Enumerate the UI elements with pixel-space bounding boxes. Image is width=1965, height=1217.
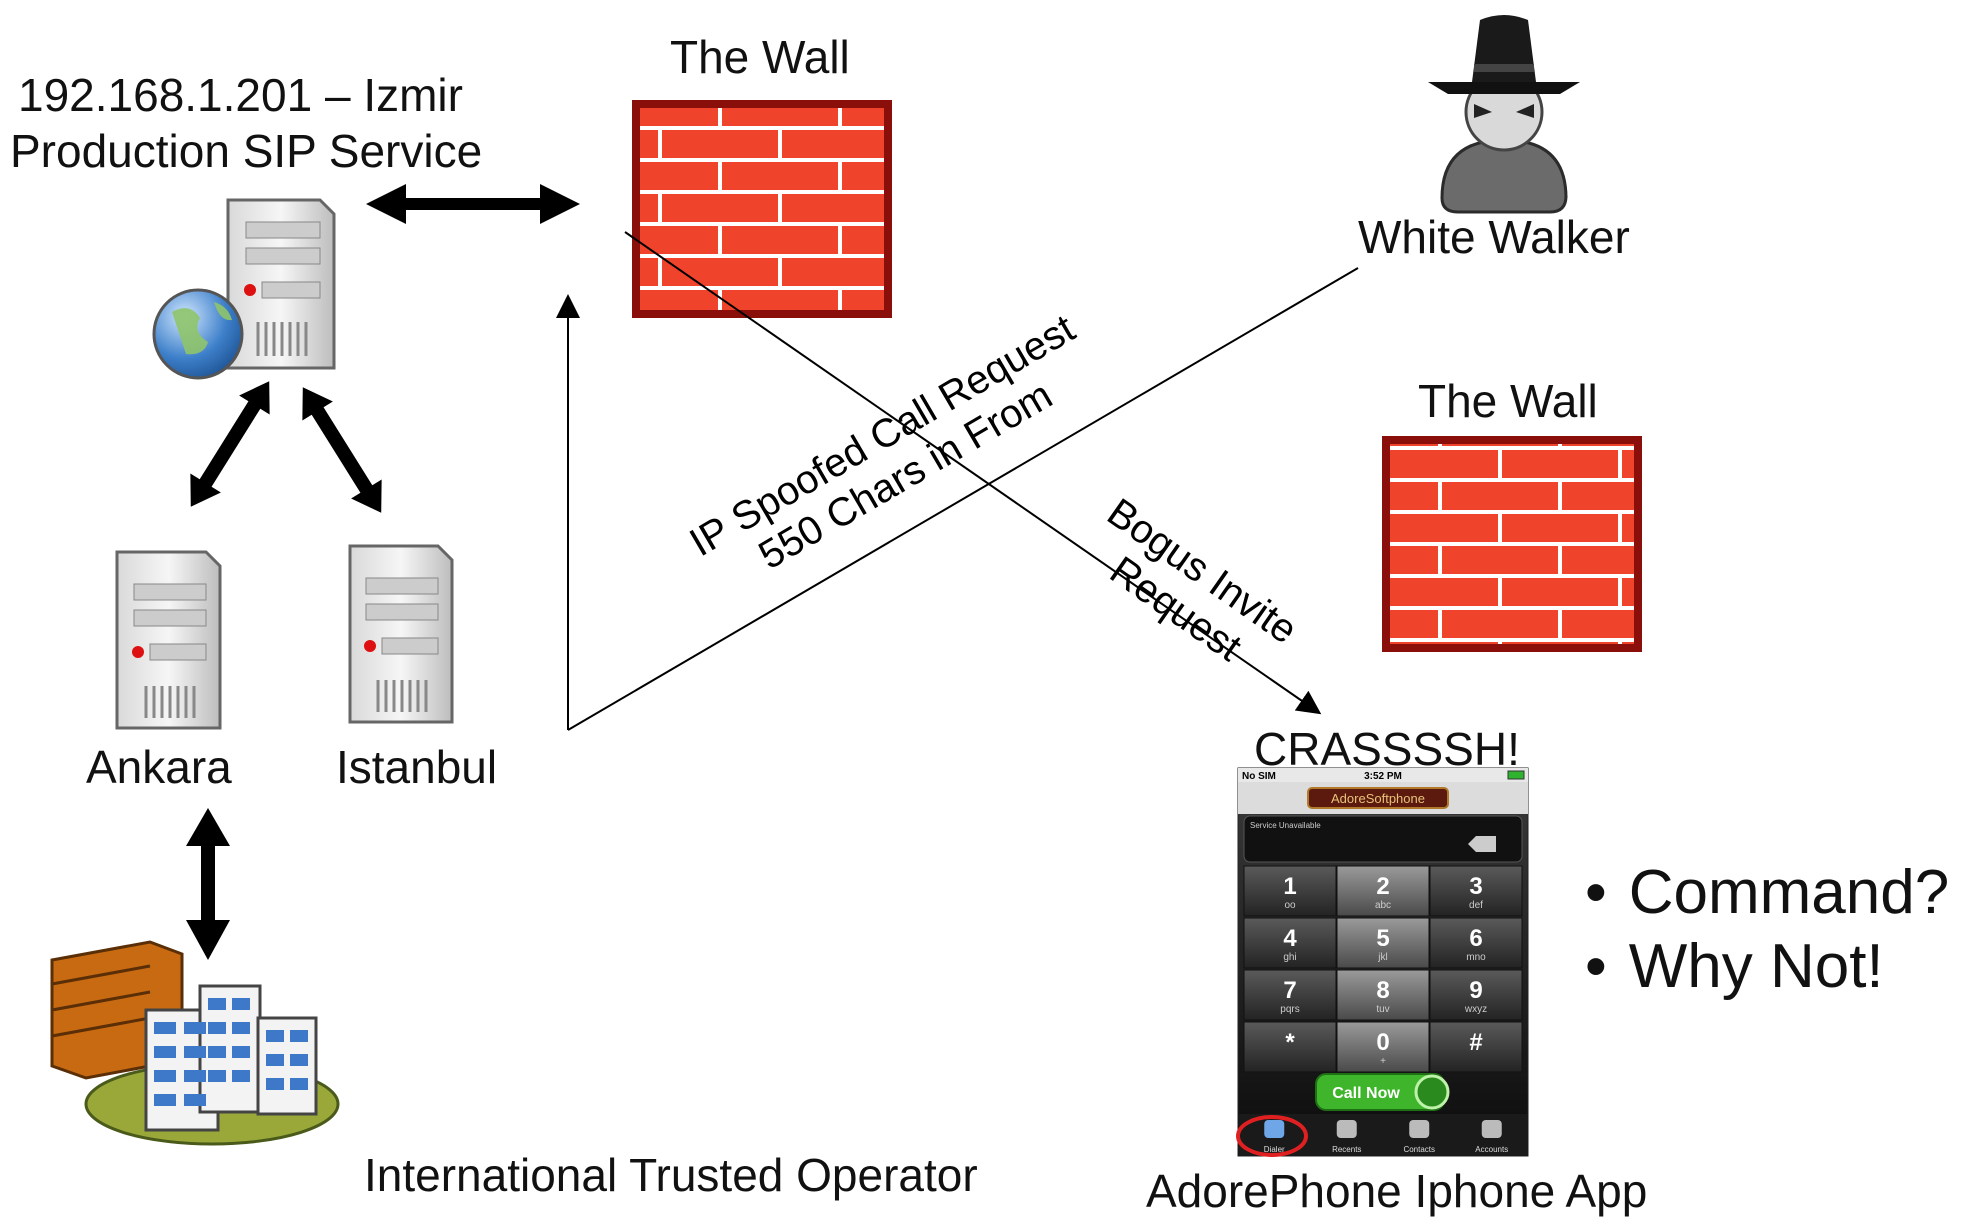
keypad-key-digit: 0 <box>1376 1029 1389 1056</box>
phone-screenshot: No SIM 3:52 PM AdoreSoftphone Service Un… <box>1236 767 1529 1157</box>
keypad-key-digit: 9 <box>1469 977 1482 1004</box>
keypad-key-digit: 5 <box>1376 925 1389 952</box>
keypad-key-letters: oo <box>1284 900 1296 911</box>
izmir-ankara-arrow <box>190 381 270 507</box>
tab-contacts[interactable]: Contacts <box>1403 1120 1435 1154</box>
keypad-key-digit: 6 <box>1469 925 1482 952</box>
firewall-top-icon <box>632 100 892 318</box>
keypad-key-digit: 8 <box>1376 977 1389 1004</box>
firewall-right-icon <box>1382 436 1642 652</box>
keypad-key-letters: mno <box>1466 952 1486 963</box>
tab-label: Dialer <box>1264 1145 1285 1154</box>
phone-carrier: No SIM <box>1242 771 1276 782</box>
keypad-key[interactable]: * <box>1243 1021 1337 1073</box>
wall-right-label: The Wall <box>1418 375 1598 427</box>
phone-status: Service Unavailable <box>1250 821 1321 830</box>
tab-icon <box>1264 1120 1285 1138</box>
keypad-key[interactable]: 0+ <box>1336 1021 1430 1073</box>
tab-accounts[interactable]: Accounts <box>1475 1120 1508 1154</box>
keypad-key-letters: pqrs <box>1280 1004 1299 1015</box>
keypad-key[interactable]: 1oo <box>1243 865 1337 917</box>
keypad: 1oo2abc3def4ghi5jkl6mno7pqrs8tuv9wxyz*0+… <box>1243 865 1523 1073</box>
izmir-ip-label: 192.168.1.201 – Izmir <box>18 69 463 121</box>
white-walker-spy-icon <box>1428 15 1580 214</box>
bullet-item: Why Not! <box>1585 930 1949 1004</box>
phone-tab-bar: Dialer Recents Contacts Accounts <box>1264 1120 1508 1154</box>
izmir-service-label: Production SIP Service <box>10 125 483 177</box>
keypad-key-digit: 7 <box>1283 977 1296 1004</box>
tab-recents[interactable]: Recents <box>1332 1120 1361 1154</box>
keypad-key-letters: jkl <box>1377 952 1387 963</box>
keypad-key-letters: abc <box>1375 900 1391 911</box>
crash-label: CRASSSSH! <box>1254 723 1520 775</box>
ankara-server-icon <box>115 550 222 730</box>
keypad-key-digit: * <box>1285 1029 1295 1056</box>
keypad-key-letters: ghi <box>1283 952 1296 963</box>
keypad-key-digit: 1 <box>1283 873 1296 900</box>
datacenter-icon <box>50 940 340 1146</box>
izmir-server-icon <box>152 198 336 380</box>
bullet-list: Command? Why Not! <box>1585 856 1949 1004</box>
bullet-item: Command? <box>1585 856 1949 930</box>
keypad-key-letters: + <box>1380 1056 1386 1067</box>
keypad-key-digit: # <box>1469 1029 1482 1056</box>
keypad-key-letters: def <box>1469 900 1483 911</box>
keypad-key-digit: 4 <box>1283 925 1297 952</box>
bogus-invite-line <box>624 231 1322 715</box>
tab-icon <box>1336 1120 1357 1138</box>
ankara-label: Ankara <box>86 741 232 793</box>
spoof-line <box>567 267 1359 731</box>
tab-label: Accounts <box>1475 1145 1508 1154</box>
istanbul-label: Istanbul <box>336 741 498 793</box>
app-label: AdorePhone Iphone App <box>1146 1165 1648 1217</box>
dialer-highlight-circle <box>1236 1115 1308 1157</box>
keypad-key-digit: 3 <box>1469 873 1482 900</box>
white-walker-label: White Walker <box>1358 211 1630 263</box>
backspace-icon[interactable] <box>1468 836 1496 852</box>
keypad-key[interactable]: # <box>1429 1021 1523 1073</box>
wall-top-label: The Wall <box>670 31 850 83</box>
phone-app-name: AdoreSoftphone <box>1331 791 1425 806</box>
keypad-key-letters: wxyz <box>1464 1004 1487 1015</box>
operator-label: International Trusted Operator <box>364 1149 978 1201</box>
istanbul-server-icon <box>348 544 454 724</box>
spoof-annotation-line1: IP Spoofed Call Request <box>682 306 1082 565</box>
call-now-label: Call Now <box>1332 1085 1400 1102</box>
call-icon <box>1414 1074 1450 1110</box>
ankara-datacenter-arrow <box>186 808 230 960</box>
tab-label: Recents <box>1332 1145 1361 1154</box>
izmir-istanbul-arrow <box>302 387 382 513</box>
tab-dialer[interactable]: Dialer <box>1264 1120 1285 1154</box>
tab-icon <box>1481 1120 1502 1138</box>
izmir-wall-arrow <box>366 184 580 224</box>
tab-label: Contacts <box>1403 1145 1435 1154</box>
tab-icon <box>1409 1120 1430 1138</box>
keypad-key-digit: 2 <box>1376 873 1389 900</box>
phone-time: 3:52 PM <box>1364 771 1402 782</box>
keypad-key-letters: tuv <box>1376 1004 1389 1015</box>
